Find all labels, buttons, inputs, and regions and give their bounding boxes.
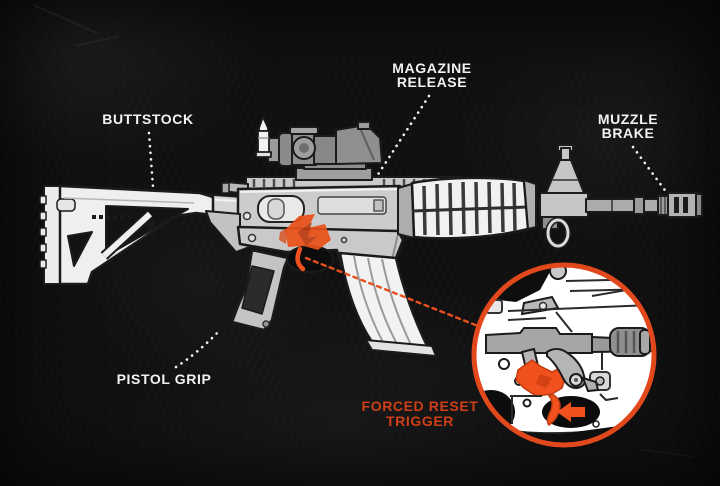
forced-reset-trigger-label-line2: TRIGGER: [386, 413, 454, 429]
upper-receiver: [221, 181, 404, 239]
cartridge: [255, 116, 272, 158]
pistol-grip-shape: [230, 248, 290, 332]
pistol-grip-label: PISTOL GRIP: [116, 371, 212, 387]
inset-hammer: [546, 348, 600, 393]
handguard: [397, 176, 537, 240]
buttstock-shape: [39, 184, 215, 286]
muzzle-brake-shape: [657, 192, 703, 218]
barrel: [585, 196, 661, 215]
leader-lines: [147, 94, 669, 369]
buttstock-label: BUTTSTOCK: [102, 111, 194, 127]
muzzle-brake-label-line2: BRAKE: [601, 125, 655, 141]
forced-reset-trigger-leader: [304, 256, 480, 328]
magnifier-inset: [471, 262, 657, 448]
forced-reset-trigger-highlight: [279, 214, 331, 250]
magazine: [338, 251, 437, 357]
muzzle-brake-label: MUZZLE BRAKE: [582, 112, 674, 140]
muzzle-brake-leader: [631, 145, 669, 195]
forced-reset-trigger-label: FORCED RESET TRIGGER: [358, 399, 482, 429]
forced-reset-trigger-label-line1: FORCED RESET: [361, 398, 479, 414]
front-sight: [539, 144, 589, 249]
magnifier-ring: [471, 262, 657, 448]
buttstock-leader: [147, 131, 155, 189]
inset-forced-reset-trigger: [515, 359, 567, 426]
trigger-highlight: [295, 246, 306, 272]
magazine-release-label-line1: MAGAZINE: [392, 60, 472, 76]
pistol-grip-leader: [174, 328, 222, 369]
scope: [267, 121, 383, 181]
magazine-release-leader: [375, 94, 431, 178]
inset-trigger-bow: [546, 393, 561, 426]
left-arrow-icon: [557, 402, 585, 422]
magazine-release-label-line2: RELEASE: [396, 74, 468, 90]
rifle-illustration: [39, 116, 703, 357]
muzzle-brake-label-line1: MUZZLE: [597, 111, 659, 127]
magazine-release-area: [317, 196, 387, 215]
magazine-release-label: MAGAZINE RELEASE: [384, 61, 480, 89]
